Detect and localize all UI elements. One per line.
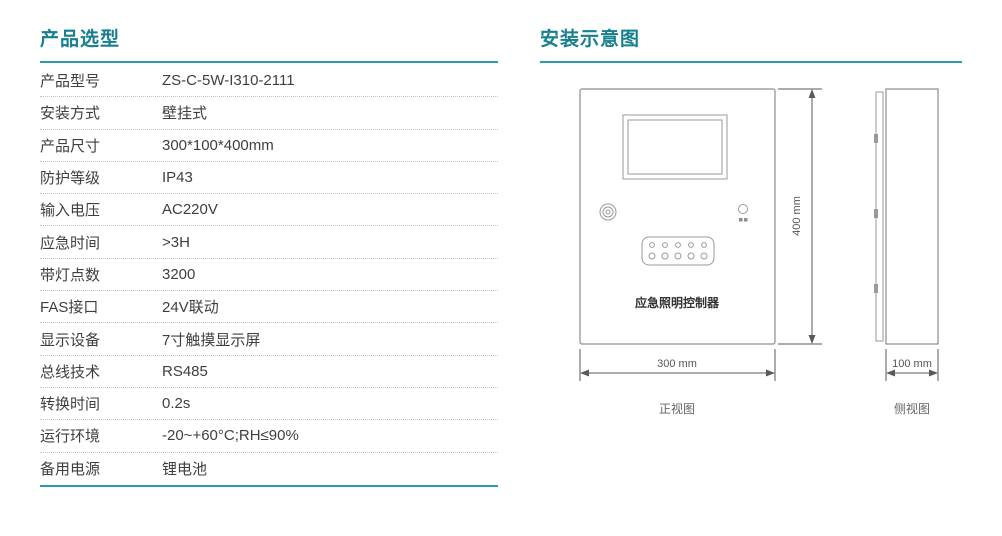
spec-value: AC220V [162, 201, 218, 219]
spec-table: 产品型号 ZS-C-5W-I310-2111 安装方式 壁挂式 产品尺寸 300… [40, 65, 498, 487]
title-underline-left [40, 61, 498, 63]
side-body-outline [885, 88, 939, 345]
spec-label: 显示设备 [40, 331, 101, 349]
table-row: 产品尺寸 300*100*400mm [40, 130, 498, 162]
section-title-product-selection: 产品选型 [40, 29, 121, 50]
depth-dimension-label: 100 mm [892, 358, 932, 370]
arrow-down-icon [808, 335, 816, 344]
spec-label: 备用电源 [40, 461, 101, 479]
table-row: 防护等级 IP43 [40, 162, 498, 195]
hinge-mark [874, 284, 878, 293]
spec-label: 带灯点数 [40, 266, 101, 284]
table-row: 带灯点数 3200 [40, 259, 498, 292]
section-title-installation: 安装示意图 [540, 29, 641, 50]
spec-label: 产品型号 [40, 73, 101, 91]
product-spec-page: 产品选型 产品型号 ZS-C-5W-I310-2111 安装方式 壁挂式 产品尺… [40, 24, 962, 487]
spec-value: ZS-C-5W-I310-2111 [162, 72, 295, 90]
table-row: FAS接口 24V联动 [40, 291, 498, 324]
device-name-label: 应急照明控制器 [635, 295, 720, 310]
table-row: 转换时间 0.2s [40, 388, 498, 421]
spec-value: 壁挂式 [162, 105, 208, 123]
table-row: 运行环境 -20~+60°C;RH≤90% [40, 420, 498, 453]
front-view-label: 正视图 [659, 401, 695, 416]
title-underline-right [540, 61, 962, 63]
spec-label: 安装方式 [40, 105, 101, 123]
hinge-mark [874, 134, 878, 143]
table-row: 总线技术 RS485 [40, 356, 498, 388]
screen-inner [627, 119, 723, 175]
spec-value: >3H [162, 233, 190, 251]
button-panel [641, 236, 715, 266]
side-view-drawing [874, 88, 939, 345]
side-view-label: 侧视图 [894, 401, 930, 416]
width-dimension: 300 mm [579, 349, 776, 381]
arrow-right-icon [929, 369, 938, 377]
spec-value: IP43 [162, 169, 193, 187]
arrow-left-icon [580, 369, 589, 377]
product-selection-section: 产品选型 产品型号 ZS-C-5W-I310-2111 安装方式 壁挂式 产品尺… [40, 24, 498, 487]
spec-label: 应急时间 [40, 234, 101, 252]
screen-outer [622, 114, 728, 180]
spec-label: 产品尺寸 [40, 137, 101, 155]
height-dimension-label: 400 mm [791, 196, 803, 236]
depth-dimension: 100 mm [885, 349, 939, 381]
arrow-right-icon [766, 369, 775, 377]
front-view-drawing: 应急照明控制器 [579, 88, 776, 345]
spec-label: 运行环境 [40, 428, 101, 446]
speaker-icon [599, 203, 617, 221]
indicator-icons [738, 204, 748, 222]
spec-value: 300*100*400mm [162, 136, 274, 154]
spec-label: 输入电压 [40, 202, 101, 220]
spec-label: 转换时间 [40, 396, 101, 414]
spec-value: 7寸触摸显示屏 [162, 331, 261, 349]
spec-value: -20~+60°C;RH≤90% [162, 427, 299, 445]
spec-value: RS485 [162, 362, 208, 380]
spec-value: 3200 [162, 265, 196, 283]
arrow-left-icon [886, 369, 895, 377]
spec-value: 0.2s [162, 395, 191, 413]
spec-label: FAS接口 [40, 299, 99, 317]
table-row: 备用电源 锂电池 [40, 453, 498, 485]
cabinet-outline [579, 88, 776, 345]
width-dimension-label: 300 mm [657, 358, 697, 370]
spec-label: 防护等级 [40, 170, 101, 188]
table-row: 显示设备 7寸触摸显示屏 [40, 323, 498, 356]
table-row: 安装方式 壁挂式 [40, 97, 498, 130]
installation-diagram-section: 安装示意图 [540, 24, 962, 487]
height-dimension: 400 mm [778, 88, 822, 345]
table-row: 输入电压 AC220V [40, 194, 498, 227]
table-row: 产品型号 ZS-C-5W-I310-2111 [40, 65, 498, 98]
installation-drawing: 应急照明控制器 400 mm [579, 88, 939, 416]
installation-diagram: 应急照明控制器 400 mm [540, 79, 962, 434]
table-row: 应急时间 >3H [40, 226, 498, 259]
spec-value: 24V联动 [162, 299, 219, 317]
hinge-mark [874, 209, 878, 218]
arrow-up-icon [808, 89, 816, 98]
spec-label: 总线技术 [40, 363, 101, 381]
spec-value: 锂电池 [162, 461, 208, 479]
